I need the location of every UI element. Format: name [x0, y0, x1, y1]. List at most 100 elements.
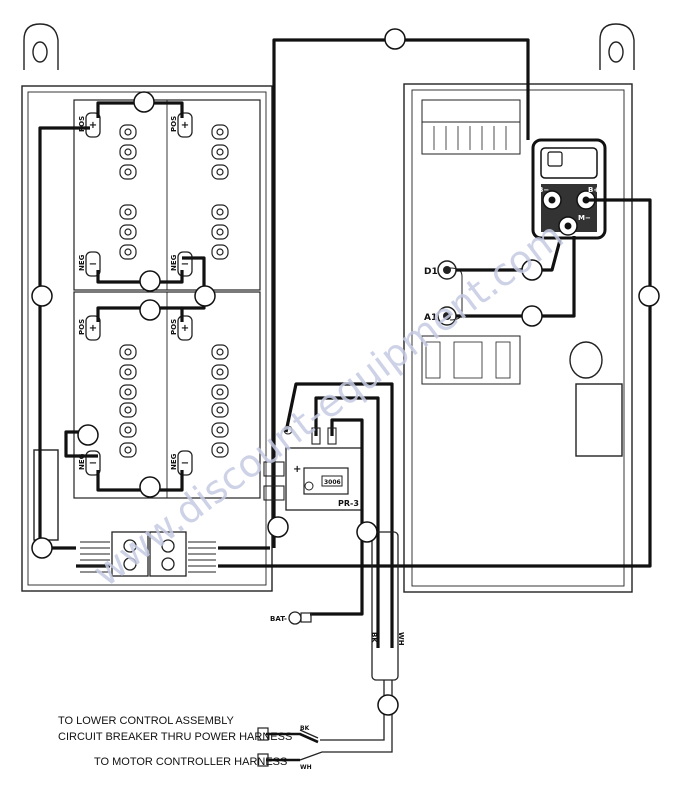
- cell-cap-center: [216, 348, 224, 356]
- callout-circle: [77, 424, 99, 446]
- wh-tag: WH: [397, 632, 405, 646]
- wire-relay-feed-2: [314, 396, 380, 648]
- cell-cap-center: [124, 368, 132, 376]
- wh-end-tag: WH: [300, 764, 312, 771]
- bat-minus-label: BAT-: [270, 615, 287, 623]
- callout-circle: [133, 91, 155, 113]
- cell-cap: [119, 364, 137, 380]
- cell-cap-center: [124, 128, 132, 136]
- cell-cap-center: [124, 228, 132, 236]
- cell-cap: [119, 244, 137, 260]
- cell-cap: [119, 144, 137, 160]
- pos-label-4: POS: [170, 319, 178, 335]
- wire-relay-feed-1: [284, 382, 394, 648]
- cell-cap-center: [216, 406, 224, 414]
- note-line-3: TO MOTOR CONTROLLER HARNESS: [94, 756, 287, 768]
- minus-glyph-2: −: [181, 259, 189, 270]
- wire-a1: [456, 236, 576, 318]
- callout-circle: [384, 28, 406, 50]
- cell-cap: [211, 422, 229, 438]
- end-connectors: [257, 727, 269, 767]
- callout-circle: [31, 537, 53, 559]
- relay-pr3: 3006 + PR-3: [285, 447, 363, 511]
- terminal-block: [80, 531, 216, 577]
- cell-cap: [211, 164, 229, 180]
- post-pos-4: [177, 315, 193, 341]
- battery-posts: [85, 112, 193, 476]
- controller-frame: [403, 83, 633, 593]
- wire-d1: [456, 239, 562, 272]
- cell-cap-center: [216, 148, 224, 156]
- minus-glyph-1: −: [89, 259, 97, 270]
- callout-circle: [356, 521, 378, 543]
- cell-cap: [119, 422, 137, 438]
- callout-markers: [31, 28, 660, 716]
- minus-glyph-3: −: [89, 458, 97, 469]
- cell-cap: [119, 344, 137, 360]
- cell-cap: [211, 364, 229, 380]
- bat-minus-connector: BAT-: [270, 611, 312, 625]
- callout-circle: [377, 694, 399, 716]
- callout-circle: [139, 299, 161, 321]
- post-neg-1: [85, 251, 101, 277]
- round-cutout: [569, 341, 603, 379]
- cell-cap: [211, 384, 229, 400]
- plus-glyph-3: +: [89, 323, 97, 334]
- plus-glyph-2: +: [181, 120, 189, 131]
- neg-label-4: NEG: [170, 453, 178, 470]
- cell-cap: [119, 204, 137, 220]
- mount-hole: [32, 41, 48, 63]
- relay-name: PR-3: [338, 499, 359, 508]
- battery-cell-caps: [119, 124, 229, 458]
- wire-main-positive: [38, 126, 90, 550]
- cell-cap-center: [124, 388, 132, 396]
- cell-cap-center: [216, 228, 224, 236]
- right-mount-tab: [599, 23, 635, 70]
- motor-controller: B− B+ M−: [531, 138, 607, 240]
- compartment-inner: [27, 91, 267, 586]
- wire-battery-series: [180, 256, 206, 322]
- cell-cap-center: [124, 168, 132, 176]
- post-pos-3: [85, 315, 101, 341]
- callout-circle: [521, 259, 543, 281]
- post-neg-3: [85, 450, 101, 476]
- cell-cap-center: [216, 208, 224, 216]
- cell-cap: [211, 124, 229, 140]
- post-pos-1: [85, 112, 101, 138]
- bk-end-tag: BK: [300, 725, 310, 732]
- wire-battery-neg-out: [64, 430, 98, 458]
- controller-connector: [547, 151, 563, 167]
- cell-cap-center: [216, 368, 224, 376]
- cell-cap: [119, 124, 137, 140]
- cell-cap-center: [124, 348, 132, 356]
- controller-compartment: [403, 23, 635, 593]
- a1-label: A1: [424, 313, 437, 323]
- wire-bat-minus: [310, 418, 364, 616]
- pos-label-3: POS: [78, 319, 86, 335]
- vent-panel: [421, 335, 521, 385]
- fuse-block: [33, 449, 59, 541]
- relay-plus: +: [293, 464, 301, 475]
- cell-cap: [211, 204, 229, 220]
- plus-glyph-1: +: [89, 120, 97, 131]
- cell-cap: [211, 442, 229, 458]
- callout-circle: [638, 285, 660, 307]
- cell-cap-center: [216, 388, 224, 396]
- pos-label-1: POS: [78, 116, 86, 132]
- cell-cap-center: [124, 446, 132, 454]
- callout-circle: [267, 516, 289, 538]
- cell-cap-center: [216, 168, 224, 176]
- wire-b-plus-return: [218, 198, 652, 568]
- bk-tag: BK: [370, 632, 378, 643]
- cell-cap-center: [216, 446, 224, 454]
- cell-cap: [211, 144, 229, 160]
- left-mount-tab: [23, 23, 59, 70]
- callout-circle: [139, 270, 161, 292]
- minus-glyph-4: −: [181, 458, 189, 469]
- cell-cap: [211, 344, 229, 360]
- mount-hole: [608, 41, 624, 63]
- cell-cap-center: [124, 426, 132, 434]
- neg-label-1: NEG: [78, 254, 86, 271]
- callout-circle: [194, 285, 216, 307]
